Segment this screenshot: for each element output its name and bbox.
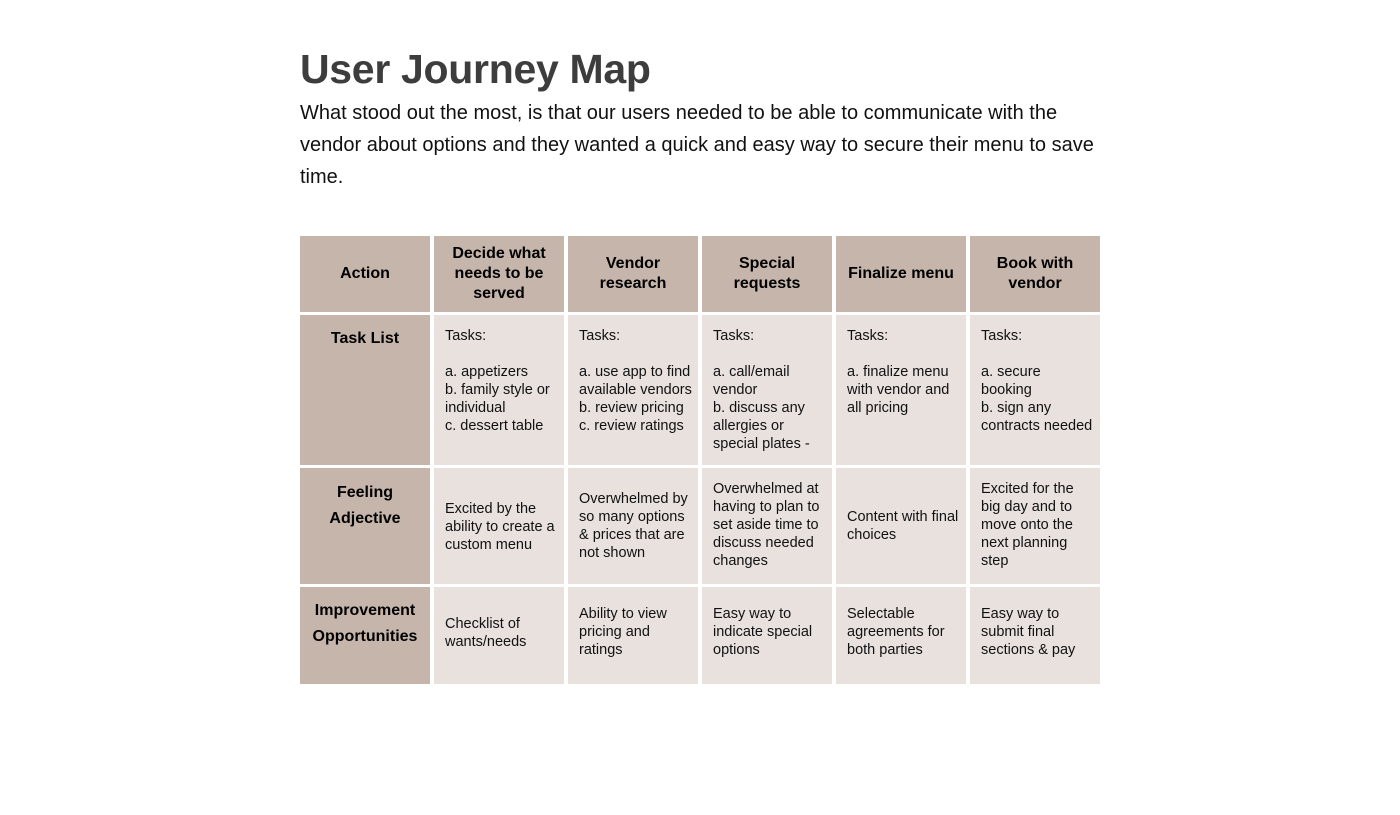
column-header-vendor-research: Vendor research (568, 236, 698, 312)
row-header-improvement-opportunities: Improvement Opportunities (300, 587, 430, 684)
tasks-label: Tasks: (847, 328, 889, 344)
tasks-label: Tasks: (445, 328, 487, 344)
task-item: a. use app to find available vendors (579, 364, 692, 398)
improvement-cell-decide: Checklist of wants/needs (434, 587, 564, 684)
task-item: a. finalize menu with vendor and all pri… (847, 364, 950, 416)
task-item: a. appetizers (445, 364, 529, 380)
corner-header-action: Action (300, 236, 430, 312)
task-item: c. review ratings (579, 418, 684, 434)
improvement-cell-special-requests: Easy way to indicate special options (702, 587, 832, 684)
task-item: b. sign any contracts needed (981, 400, 1093, 434)
feeling-cell-vendor-research: Overwhelmed by so many options & prices … (568, 468, 698, 584)
task-cell-special-requests: Tasks: a. call/email vendor b. discuss a… (702, 315, 832, 465)
task-item: b. discuss any allergies or special plat… (713, 400, 810, 452)
tasks-label: Tasks: (713, 328, 755, 344)
task-item: c. dessert table (445, 418, 544, 434)
feeling-cell-finalize-menu: Content with final choices (836, 468, 966, 584)
task-cell-book-vendor: Tasks: a. secure booking b. sign any con… (970, 315, 1100, 465)
task-item: a. secure booking (981, 364, 1041, 398)
feeling-cell-decide: Excited by the ability to create a custo… (434, 468, 564, 584)
column-header-book-vendor: Book with vendor (970, 236, 1100, 312)
document-content: User Journey Map What stood out the most… (300, 44, 1100, 193)
improvement-cell-book-vendor: Easy way to submit final sections & pay (970, 587, 1100, 684)
task-cell-finalize-menu: Tasks: a. finalize menu with vendor and … (836, 315, 966, 465)
improvement-cell-finalize-menu: Selectable agreements for both parties (836, 587, 966, 684)
task-item: b. review pricing (579, 400, 684, 416)
tasks-label: Tasks: (579, 328, 621, 344)
row-header-task-list: Task List (300, 315, 430, 465)
tasks-label: Tasks: (981, 328, 1023, 344)
journey-map-table: Action Decide what needs to be served Ve… (300, 236, 1100, 684)
row-header-feeling-adjective: Feeling Adjective (300, 468, 430, 584)
column-header-finalize-menu: Finalize menu (836, 236, 966, 312)
task-cell-vendor-research: Tasks: a. use app to find available vend… (568, 315, 698, 465)
intro-paragraph: What stood out the most, is that our use… (300, 102, 1094, 188)
feeling-cell-book-vendor: Excited for the big day and to move onto… (970, 468, 1100, 584)
column-header-decide: Decide what needs to be served (434, 236, 564, 312)
improvement-cell-vendor-research: Ability to view pricing and ratings (568, 587, 698, 684)
feeling-cell-special-requests: Overwhelmed at having to plan to set asi… (702, 468, 832, 584)
task-item: b. family style or individual (445, 382, 550, 416)
column-header-special-requests: Special requests (702, 236, 832, 312)
task-cell-decide: Tasks: a. appetizers b. family style or … (434, 315, 564, 465)
task-item: a. call/email vendor (713, 364, 790, 398)
page-title: User Journey Map (300, 46, 651, 92)
